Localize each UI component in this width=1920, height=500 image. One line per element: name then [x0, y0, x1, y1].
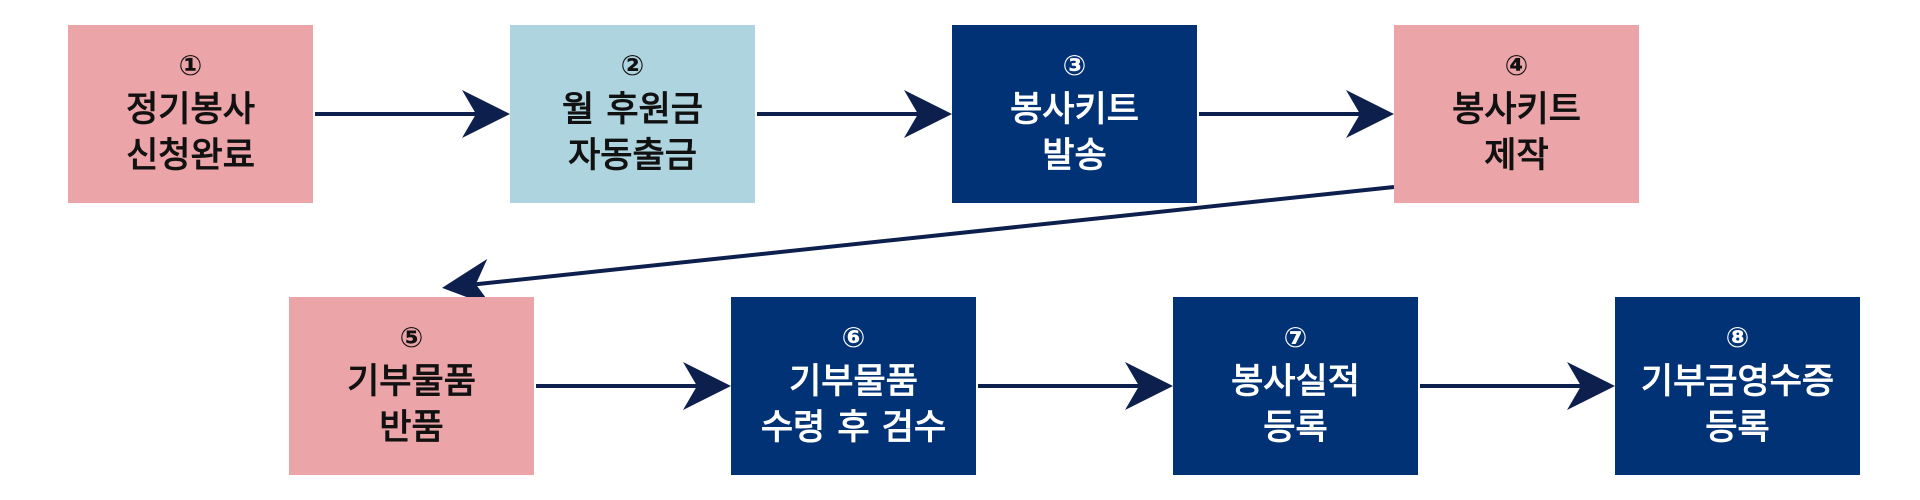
step-label-line1: 기부금영수증 [1640, 362, 1835, 402]
step-label-line1: 기부물품 [347, 362, 476, 402]
step-2-box: ② 월 후원금 자동출금 [510, 25, 755, 203]
step-label-line2: 발송 [1042, 136, 1107, 176]
step-8-box: ⑧ 기부금영수증 등록 [1615, 297, 1860, 475]
step-label-line1: 월 후원금 [562, 90, 703, 130]
step-label-line2: 신청완료 [126, 136, 255, 176]
step-number: ④ [1504, 49, 1529, 82]
arrow-4-to-5 [442, 185, 1395, 307]
step-number: ③ [1062, 49, 1087, 82]
step-label-line2: 등록 [1263, 408, 1328, 448]
step-label-line1: 기부물품 [789, 362, 918, 402]
step-label-line1: 봉사실적 [1231, 362, 1360, 402]
step-number: ⑧ [1725, 321, 1750, 354]
step-5-box: ⑤ 기부물품 반품 [289, 297, 534, 475]
step-number: ⑦ [1283, 321, 1308, 354]
step-label-line2: 등록 [1705, 408, 1770, 448]
step-label-line2: 자동출금 [568, 136, 697, 176]
step-1-box: ① 정기봉사 신청완료 [68, 25, 313, 203]
step-7-box: ⑦ 봉사실적 등록 [1173, 297, 1418, 475]
step-6-box: ⑥ 기부물품 수령 후 검수 [731, 297, 976, 475]
step-number: ② [620, 49, 645, 82]
step-3-box: ③ 봉사키트 발송 [952, 25, 1197, 203]
step-label-line1: 봉사키트 [1010, 90, 1139, 130]
step-label-line2: 반품 [379, 408, 444, 448]
step-number: ⑤ [399, 321, 424, 354]
step-label-line2: 수령 후 검수 [760, 408, 947, 448]
step-label-line1: 봉사키트 [1452, 90, 1581, 130]
step-number: ① [178, 49, 203, 82]
step-4-box: ④ 봉사키트 제작 [1394, 25, 1639, 203]
step-label-line1: 정기봉사 [126, 90, 255, 130]
step-label-line2: 제작 [1484, 136, 1549, 176]
step-number: ⑥ [841, 321, 866, 354]
